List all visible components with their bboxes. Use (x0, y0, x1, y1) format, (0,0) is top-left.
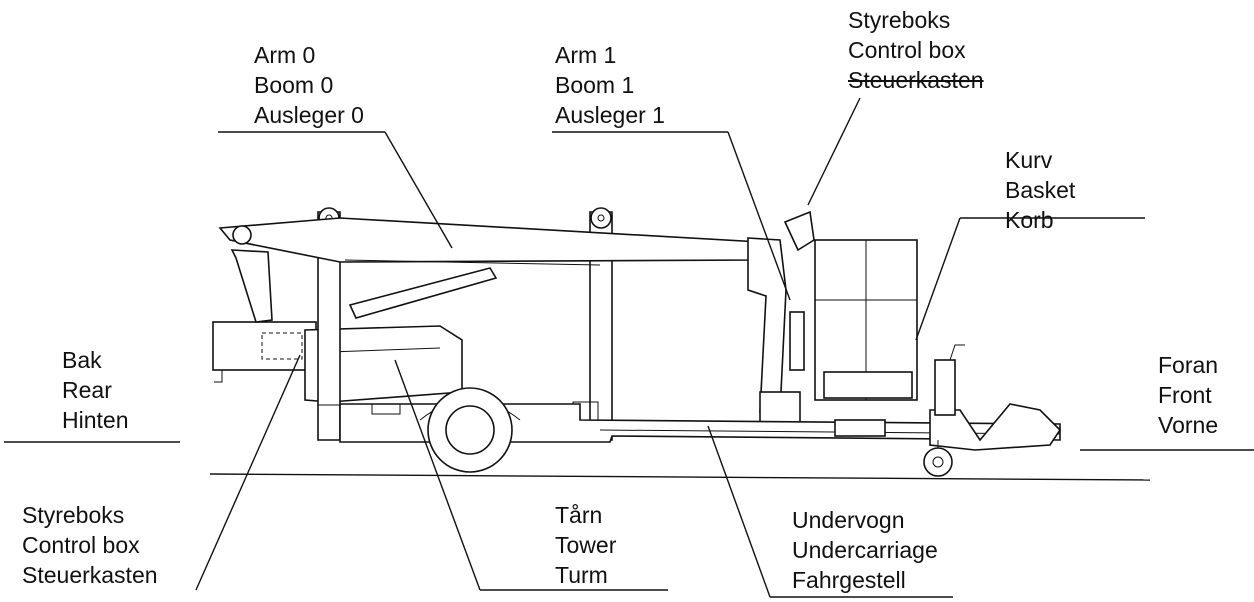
label-boom0-de: Ausleger 0 (254, 102, 364, 128)
label-tower: Tårn Tower Turm (555, 500, 616, 590)
label-boom0-no: Arm 0 (254, 42, 316, 68)
label-front-de: Vorne (1158, 412, 1219, 438)
boom0-drawing (218, 217, 761, 323)
label-undercarriage: Undervogn Undercarriage Fahrgestell (792, 505, 938, 595)
ground-line (209, 473, 1151, 481)
label-boom1-en: Boom 1 (555, 72, 635, 98)
label-tower-en: Tower (555, 532, 617, 558)
undercarriage-drawing (339, 344, 1062, 477)
label-rear-no: Bak (62, 347, 102, 373)
label-boom1: Arm 1 Boom 1 Ausleger 1 (555, 40, 665, 130)
label-rear-en: Rear (62, 377, 112, 403)
label-basket-en: Basket (1005, 177, 1076, 203)
label-control-box-bottom-de: Steuerkasten (22, 562, 158, 588)
label-front-no: Foran (1158, 352, 1219, 378)
wheel-drawing (371, 387, 521, 473)
label-control-box-top-no: Styreboks (848, 7, 951, 33)
label-boom0: Arm 0 Boom 0 Ausleger 0 (254, 40, 364, 130)
boom1-drawing (747, 237, 805, 427)
label-undercarriage-de: Fahrgestell (792, 567, 906, 593)
label-boom1-no: Arm 1 (555, 42, 617, 68)
label-control-box-bottom: Styreboks Control box Steuerkasten (22, 500, 158, 590)
label-control-box-top-en: Control box (848, 37, 966, 63)
label-front-en: Front (1158, 382, 1212, 408)
label-basket-de: Korb (1005, 207, 1054, 233)
basket-drawing (783, 210, 918, 401)
label-undercarriage-en: Undercarriage (792, 537, 938, 563)
label-basket-no: Kurv (1005, 147, 1053, 173)
tower-drawing (304, 207, 613, 441)
label-control-box-bottom-en: Control box (22, 532, 140, 558)
rear-control-box-drawing (212, 321, 317, 383)
label-control-box-top: Styreboks Control box Steuerkasten (848, 5, 984, 95)
label-rear: Bak Rear Hinten (62, 345, 128, 435)
label-basket: Kurv Basket Korb (1005, 145, 1075, 235)
label-control-box-bottom-no: Styreboks (22, 502, 125, 528)
label-boom0-en: Boom 0 (254, 72, 334, 98)
label-undercarriage-no: Undervogn (792, 507, 905, 533)
label-control-box-top-de: Steuerkasten (848, 67, 984, 93)
label-rear-de: Hinten (62, 407, 129, 433)
label-boom1-de: Ausleger 1 (555, 102, 665, 128)
label-tower-de: Turm (555, 562, 608, 588)
leader-lines (4, 97, 1254, 598)
label-front: Foran Front Vorne (1158, 350, 1218, 440)
label-tower-no: Tårn (555, 502, 603, 528)
